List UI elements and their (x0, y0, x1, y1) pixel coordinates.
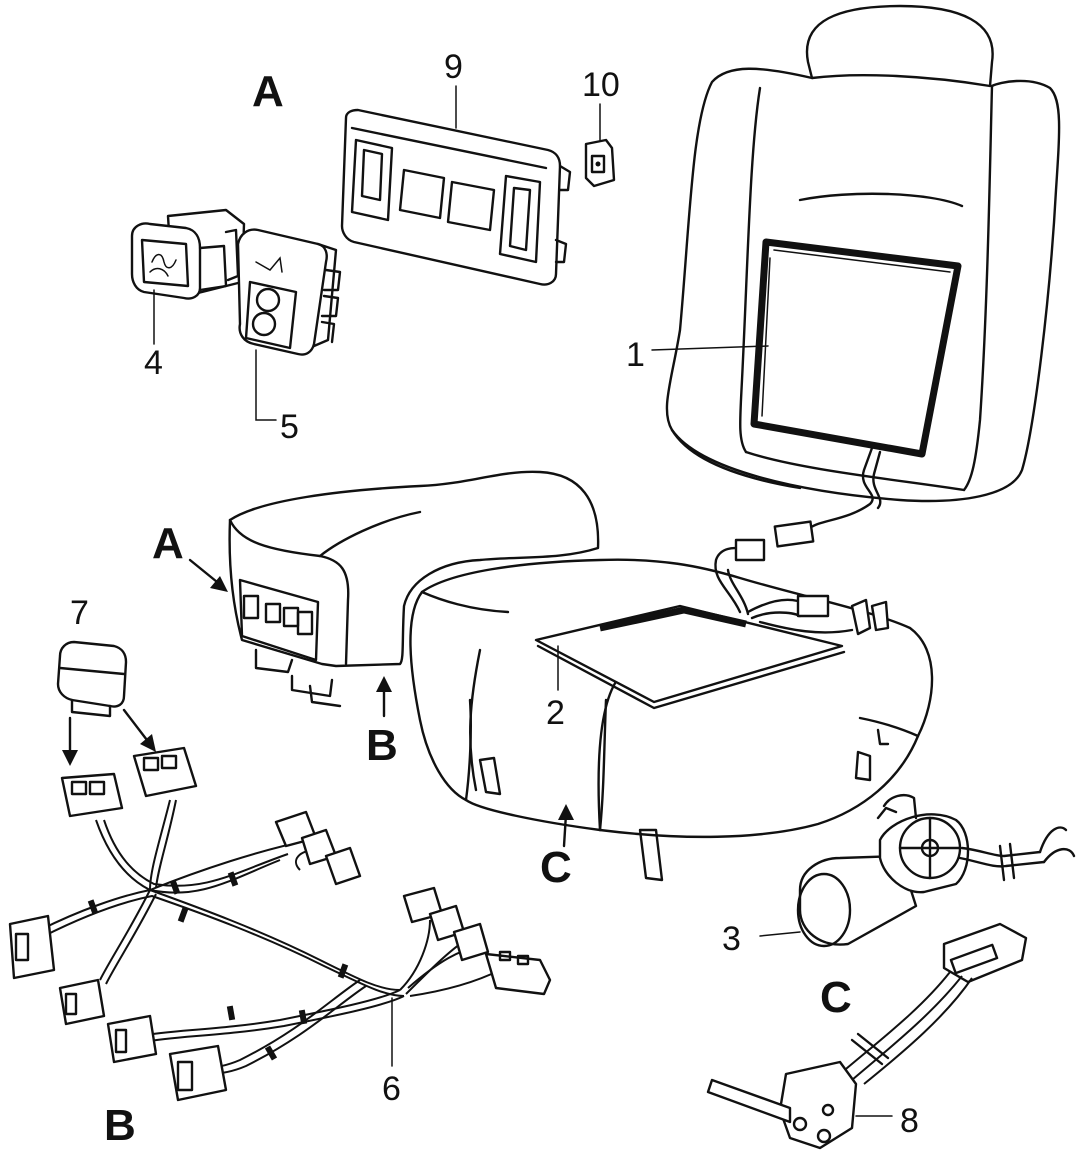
label-view-a-top: A (252, 67, 284, 116)
label-part-6: 6 (382, 1070, 401, 1108)
switch-mounting-panel (340, 108, 572, 286)
label-part-3: 3 (722, 920, 741, 958)
seat-harness-wires (714, 538, 890, 636)
label-view-c-motor: C (820, 973, 852, 1022)
callout-labels: 1 2 3 4 5 6 7 8 9 10 A A B B C C (70, 48, 919, 1150)
label-part-7: 7 (70, 594, 89, 632)
heated-seat-switch (130, 208, 246, 300)
label-view-b-seat: B (366, 721, 398, 770)
seat-motor (796, 794, 1076, 948)
label-part-9: 9 (444, 48, 463, 86)
label-view-b-harness: B (104, 1101, 136, 1150)
harness-connectors (8, 746, 552, 1102)
direction-arrows (62, 558, 574, 848)
label-part-1: 1 (626, 336, 645, 374)
seat-adjust-switch (236, 228, 342, 356)
backrest-pad-wire (773, 446, 882, 548)
label-part-10: 10 (582, 66, 620, 104)
label-part-5: 5 (280, 408, 299, 446)
position-sensor (706, 922, 1028, 1150)
seat-frame-brackets (478, 728, 890, 882)
label-part-4: 4 (144, 344, 163, 382)
label-part-8: 8 (900, 1102, 919, 1140)
seat-cushion (409, 558, 934, 839)
seat-cushion-heating-pad (534, 604, 846, 710)
label-view-a-seat: A (152, 519, 184, 568)
backrest-heating-pad (750, 238, 962, 458)
label-view-c-seat: C (540, 843, 572, 892)
leader-lines (153, 85, 893, 1117)
seat-backrest (665, 4, 1061, 503)
retaining-clip (584, 138, 616, 188)
label-part-2: 2 (546, 694, 565, 732)
seat-switch-housing (228, 470, 600, 708)
relay (56, 640, 128, 718)
